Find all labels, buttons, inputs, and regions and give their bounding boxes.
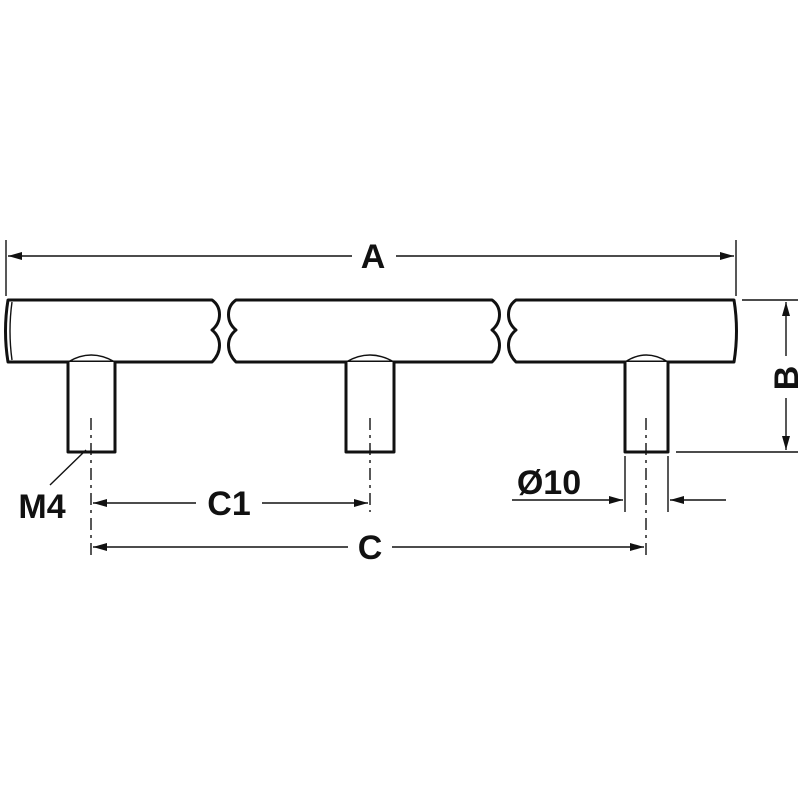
dimension-label-a: A bbox=[361, 238, 386, 276]
dimension-c1: C1 bbox=[93, 485, 368, 523]
dimension-a: A bbox=[8, 238, 734, 276]
leg-right-fillet bbox=[624, 354, 669, 363]
dimension-diameter: Ø10 bbox=[512, 464, 726, 504]
bar-left-end-line bbox=[9, 301, 13, 361]
dimension-label-c1: C1 bbox=[207, 485, 250, 523]
dimension-label-diameter: Ø10 bbox=[517, 464, 581, 502]
thread-leader-line bbox=[49, 449, 87, 486]
leg-left bbox=[66, 362, 117, 454]
bar-segment-right bbox=[507, 298, 738, 364]
handle-legs bbox=[66, 354, 670, 454]
dimension-c: C bbox=[93, 529, 644, 567]
bar-segment-middle bbox=[227, 298, 501, 364]
leg-right bbox=[623, 362, 670, 454]
extension-lines bbox=[5, 240, 798, 512]
dimension-label-c: C bbox=[358, 529, 383, 567]
handle-bar bbox=[4, 298, 738, 364]
leg-middle bbox=[344, 362, 396, 454]
leg-left-fillet bbox=[67, 354, 116, 363]
dimension-label-b: B bbox=[768, 366, 800, 391]
leg-middle-fillet bbox=[345, 354, 395, 363]
center-lines bbox=[90, 418, 647, 560]
dimension-b: B bbox=[768, 302, 800, 450]
thread-label-m4: M4 bbox=[18, 488, 65, 526]
thread-callout: M4 bbox=[18, 449, 87, 526]
bar-segment-left bbox=[4, 298, 221, 364]
